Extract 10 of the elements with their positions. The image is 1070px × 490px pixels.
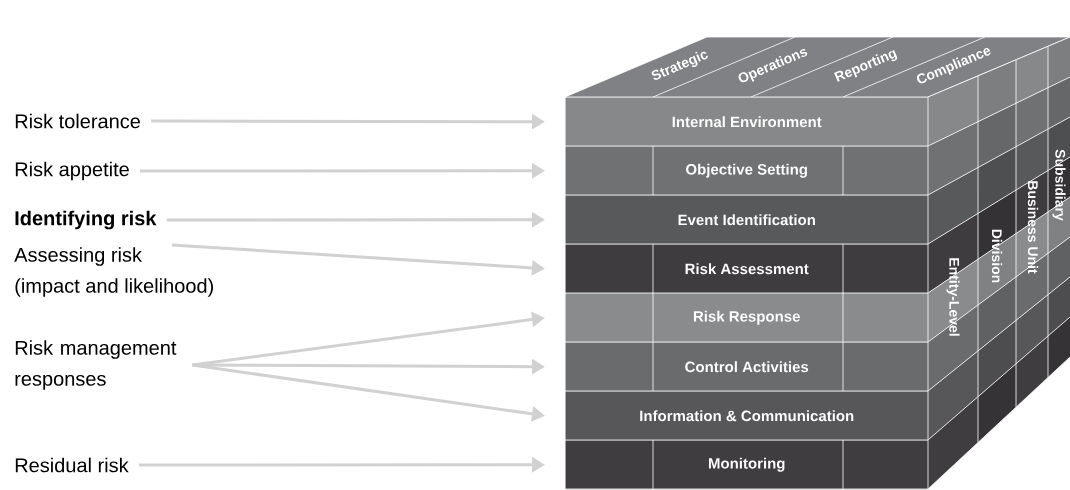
face-label: Business Unit — [1027, 181, 1039, 274]
text-label: Identifying risk — [15, 210, 157, 230]
text-label: Risk tolerance — [15, 113, 140, 129]
text-label: Residual risk — [15, 457, 129, 473]
text-label: Risk management responses — [15, 340, 177, 390]
face-label: Entity-Level — [946, 258, 960, 336]
face-label: Division — [991, 229, 1003, 283]
text-label: Assessing risk (impact and likelihood) — [14, 247, 213, 297]
face-label: Subsidiary — [1052, 149, 1066, 221]
text-label: Risk appetite — [15, 161, 129, 181]
